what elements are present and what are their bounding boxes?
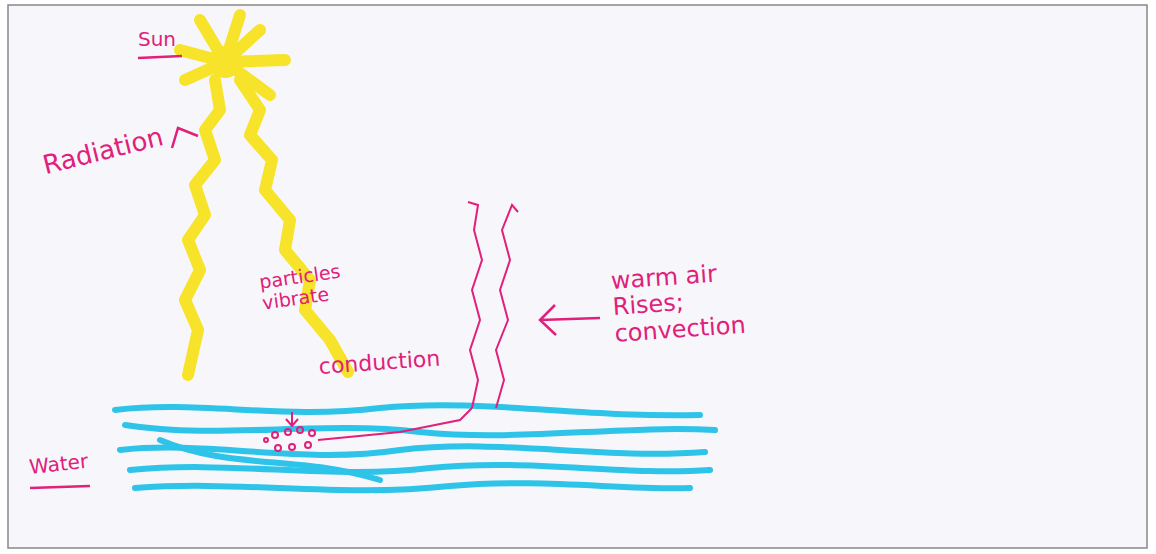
conduction-line [318,408,472,440]
pointer-arrow [172,128,198,148]
convection-line [468,202,482,408]
pointer-arrow [286,412,298,426]
sun-symbol [180,15,285,95]
frame [8,5,1147,548]
particles [264,427,315,451]
underline [30,486,90,488]
process-label: warm air Rises; convection [610,258,755,347]
water-waves [115,405,715,490]
pointer-arrow [540,305,600,335]
underline [138,56,182,58]
convection-line [496,205,518,408]
radiation-ray [240,80,348,372]
sun-label: Sun [138,28,208,50]
radiation-ray [185,80,220,375]
